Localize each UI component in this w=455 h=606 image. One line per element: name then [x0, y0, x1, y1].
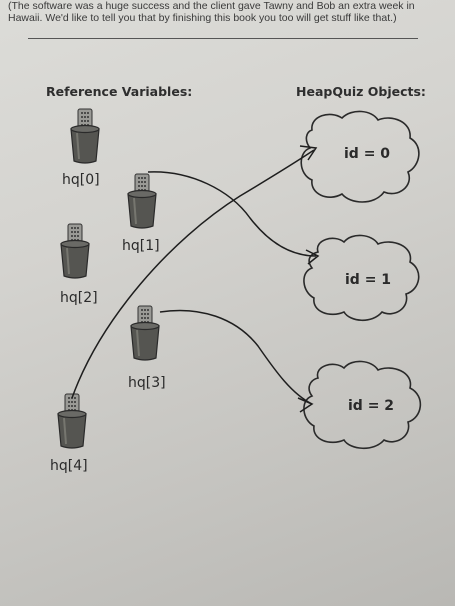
reference-variables-heading: Reference Variables: [46, 84, 193, 99]
object-2-cloud [303, 360, 422, 450]
object-label-id2: id = 2 [348, 398, 395, 414]
caption-text: (The software was a huge success and the… [8, 0, 415, 24]
hq0-cup-icon [70, 108, 100, 164]
object-1-cloud [303, 234, 420, 322]
arrow-hq0-to-id1 [147, 171, 317, 257]
arrow-hq3-to-id2 [159, 309, 313, 405]
object-label-id0: id = 0 [344, 146, 391, 162]
ref-label-hq2: hq[2] [60, 290, 98, 306]
hq4-cup-icon [57, 393, 87, 449]
object-0-cloud [300, 110, 420, 203]
ref-label-hq3: hq[3] [128, 375, 166, 391]
ref-label-hq1: hq[1] [122, 238, 160, 254]
divider-rule [28, 38, 418, 39]
ref-label-hq4: hq[4] [50, 458, 88, 474]
ref-label-hq0: hq[0] [62, 172, 100, 188]
hq2-cup-icon [60, 223, 90, 279]
heap-objects-heading: HeapQuiz Objects: [296, 84, 426, 99]
object-label-id1: id = 1 [345, 272, 392, 288]
hq3-cup-icon [130, 305, 160, 361]
arrow-hq4-to-id0 [71, 149, 315, 399]
hq1-cup-icon [127, 173, 157, 229]
